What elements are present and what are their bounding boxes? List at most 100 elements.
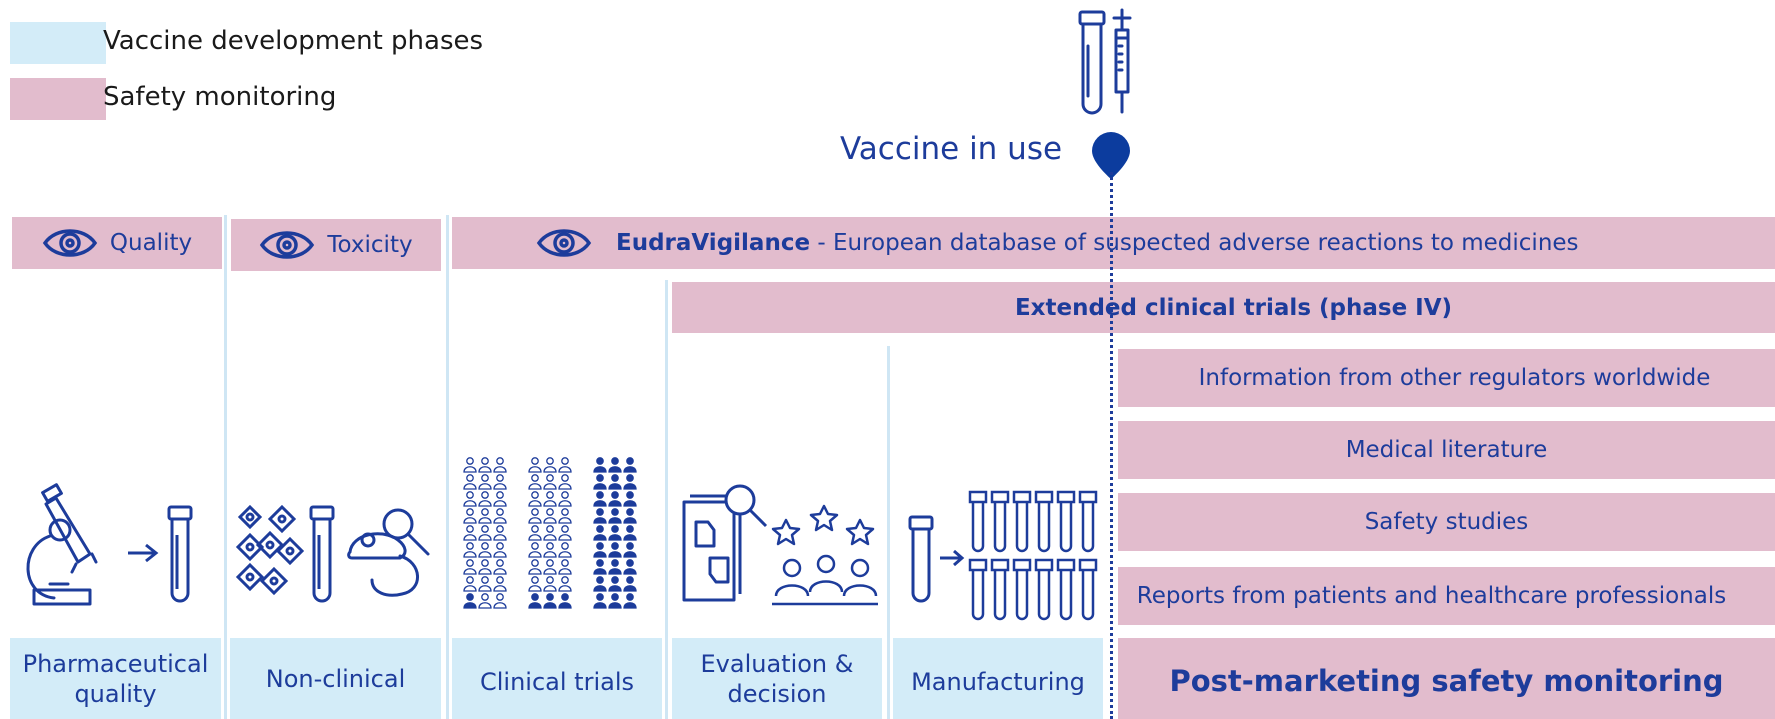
person-body xyxy=(493,517,507,524)
legend-label-development: Vaccine development phases xyxy=(103,26,484,56)
arrow-icon xyxy=(940,549,965,567)
phase-manufacturing: Manufacturing xyxy=(893,638,1103,719)
person-head xyxy=(561,508,569,516)
person-body xyxy=(608,551,622,558)
person-body xyxy=(608,466,622,473)
person-head xyxy=(481,457,489,465)
person-body xyxy=(528,568,542,575)
phase-clinical-trials: Clinical trials xyxy=(452,638,662,719)
person-body xyxy=(528,517,542,524)
person-head xyxy=(596,491,604,499)
person-body xyxy=(623,551,637,558)
person-body xyxy=(528,500,542,507)
person-head xyxy=(611,508,619,516)
person-body xyxy=(528,585,542,592)
vial-icon xyxy=(1034,558,1054,621)
person-body xyxy=(478,534,492,541)
person-head xyxy=(466,525,474,533)
person-head xyxy=(466,559,474,567)
vial-icon xyxy=(1012,558,1032,621)
person-body xyxy=(558,585,572,592)
vial-icon xyxy=(1056,490,1076,553)
person-head xyxy=(561,593,569,601)
person-body xyxy=(623,517,637,524)
person-head xyxy=(546,525,554,533)
person-head xyxy=(546,542,554,550)
person-head xyxy=(481,508,489,516)
vial-icon xyxy=(1078,490,1098,553)
vial-icon xyxy=(1078,558,1098,621)
eye-icon xyxy=(42,229,98,257)
eudravigilance-description: - European database of suspected adverse… xyxy=(810,230,1579,256)
person-head xyxy=(611,457,619,465)
separator-line xyxy=(224,215,227,719)
person-head xyxy=(626,542,634,550)
person-head xyxy=(561,491,569,499)
person-head xyxy=(611,525,619,533)
person-body xyxy=(528,551,542,558)
person-head xyxy=(531,491,539,499)
person-head xyxy=(596,508,604,516)
person-body xyxy=(593,585,607,592)
person-head xyxy=(611,491,619,499)
person-body xyxy=(558,551,572,558)
person-head xyxy=(611,474,619,482)
person-head xyxy=(481,593,489,601)
magnifier-icon xyxy=(724,484,768,528)
person-body xyxy=(528,602,542,609)
extended-trials-bar: Extended clinical trials (phase IV) xyxy=(672,282,1775,333)
person-body xyxy=(543,534,557,541)
person-head xyxy=(466,457,474,465)
toxicity-bar: Toxicity xyxy=(231,219,441,271)
person-body xyxy=(608,534,622,541)
person-body xyxy=(478,466,492,473)
person-body xyxy=(593,568,607,575)
person-head xyxy=(496,559,504,567)
person-head xyxy=(626,508,634,516)
test-tube-icon xyxy=(167,505,193,603)
person-body xyxy=(623,500,637,507)
person-body xyxy=(623,466,637,473)
person-head xyxy=(466,576,474,584)
test-tube-icon xyxy=(908,515,934,603)
person-body xyxy=(593,500,607,507)
vial-icon xyxy=(990,490,1010,553)
person-head xyxy=(496,576,504,584)
test-tube-icon xyxy=(309,505,335,603)
eye-icon xyxy=(260,231,315,259)
safety-studies-bar: Safety studies xyxy=(1118,493,1775,551)
person-head xyxy=(531,474,539,482)
cells-icon xyxy=(235,504,305,596)
person-head xyxy=(561,559,569,567)
person-body xyxy=(478,585,492,592)
eudravigilance-bar: EudraVigilance - European database of su… xyxy=(452,217,1775,269)
person-body xyxy=(608,602,622,609)
person-body xyxy=(493,585,507,592)
person-body xyxy=(558,517,572,524)
person-body xyxy=(623,534,637,541)
phase-pharmaceutical-quality: Pharmaceutical quality xyxy=(10,638,221,719)
person-head xyxy=(611,576,619,584)
person-head xyxy=(611,559,619,567)
person-body xyxy=(608,585,622,592)
person-body xyxy=(543,466,557,473)
person-body xyxy=(478,517,492,524)
person-head xyxy=(546,576,554,584)
person-body xyxy=(463,500,477,507)
arrow-icon xyxy=(128,543,159,563)
person-head xyxy=(531,457,539,465)
extended-trials-label: Extended clinical trials (phase IV) xyxy=(1014,294,1453,321)
person-head xyxy=(596,559,604,567)
person-head xyxy=(561,576,569,584)
person-head xyxy=(481,576,489,584)
person-head xyxy=(626,576,634,584)
person-head xyxy=(481,559,489,567)
person-body xyxy=(493,568,507,575)
person-body xyxy=(593,483,607,490)
person-head xyxy=(496,542,504,550)
person-head xyxy=(546,559,554,567)
reports-label: Reports from patients and healthcare pro… xyxy=(1136,583,1727,609)
person-body xyxy=(463,585,477,592)
regulators-bar: Information from other regulators worldw… xyxy=(1118,349,1775,407)
person-head xyxy=(546,593,554,601)
